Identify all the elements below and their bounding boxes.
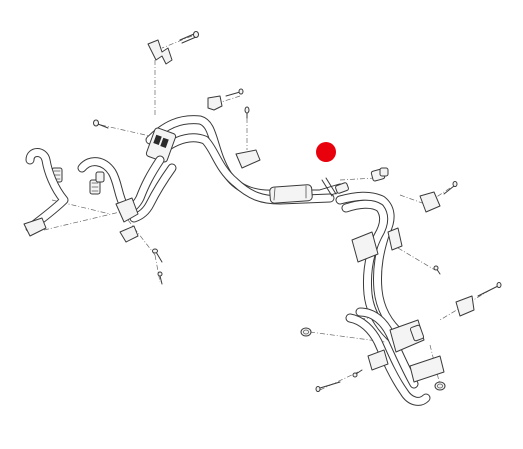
highlight-marker[interactable] xyxy=(316,142,336,162)
ac-hose-main xyxy=(145,115,349,205)
center-bracket xyxy=(235,106,261,169)
ac-hose-left xyxy=(77,155,177,223)
lower-left-hardware xyxy=(93,119,163,285)
manifold-block xyxy=(145,127,177,163)
right-fittings xyxy=(370,167,458,213)
left-hook-tube xyxy=(23,148,69,237)
lower-right-assembly xyxy=(300,282,502,406)
top-clip-bracket xyxy=(147,39,173,65)
top-bolt xyxy=(179,31,199,44)
upper-clip xyxy=(207,88,244,111)
